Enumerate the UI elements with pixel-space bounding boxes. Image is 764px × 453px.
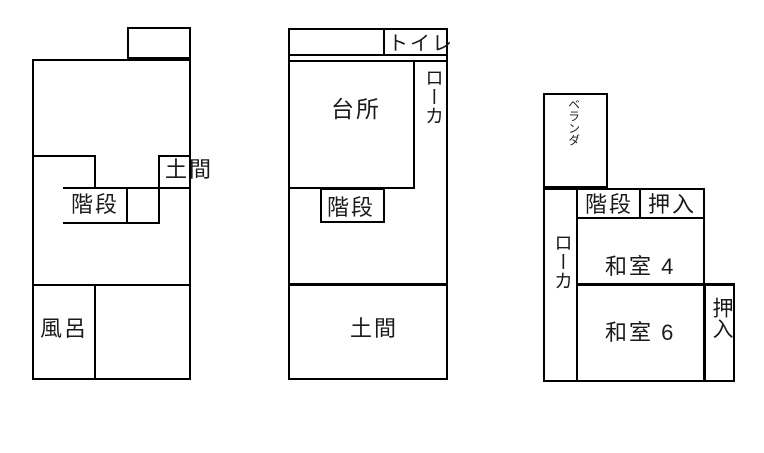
wall-segment: [32, 155, 96, 157]
wall-segment: [288, 60, 448, 62]
wall-segment: [94, 284, 96, 380]
label-doma-plan1: 土間: [165, 157, 214, 182]
wall-segment: [160, 155, 191, 157]
wall-segment: [63, 222, 160, 224]
label-doma-plan2: 土間: [350, 316, 399, 341]
wall-segment: [126, 187, 128, 224]
wall-segment: [577, 217, 705, 219]
label-oshiire-upper-plan3: 押入: [648, 192, 697, 217]
label-daidokoro-plan2: 台所: [331, 96, 381, 122]
plan1-outer-outline: [32, 59, 191, 380]
wall-segment: [94, 155, 96, 189]
label-furo-plan1: 風呂: [40, 316, 89, 341]
wall-segment: [413, 60, 415, 189]
label-veranda-plan3: ベランダ: [566, 98, 581, 146]
plan1-top-annex-outline: [127, 27, 191, 59]
plan3-veranda-outline: [543, 93, 608, 188]
plan2-stairs-outline: [320, 188, 385, 223]
label-washitsu4-plan3: 和室 4: [605, 254, 676, 279]
wall-segment: [639, 188, 641, 219]
plan3-closet-outline: [704, 283, 735, 382]
wall-segment: [32, 284, 191, 286]
wall-segment: [383, 28, 385, 56]
label-kaidan-plan2: 階段: [327, 195, 376, 220]
wall-segment-thick: [288, 283, 448, 286]
label-washitsu6-plan3: 和室 6: [605, 320, 676, 345]
label-toire-plan2: トイレ: [388, 33, 454, 55]
wall-segment: [158, 155, 160, 224]
label-roka-plan3: ローカ: [550, 233, 572, 290]
wall-segment-thick: [577, 283, 735, 286]
label-kaidan-plan3: 階段: [585, 192, 634, 217]
label-roka-plan2: ローカ: [421, 68, 443, 125]
wall-segment: [288, 54, 448, 56]
plan2-outer-outline: [288, 28, 448, 380]
label-oshiire-side-plan3: 押入: [710, 297, 734, 339]
label-kaidan-plan1: 階段: [71, 192, 120, 217]
